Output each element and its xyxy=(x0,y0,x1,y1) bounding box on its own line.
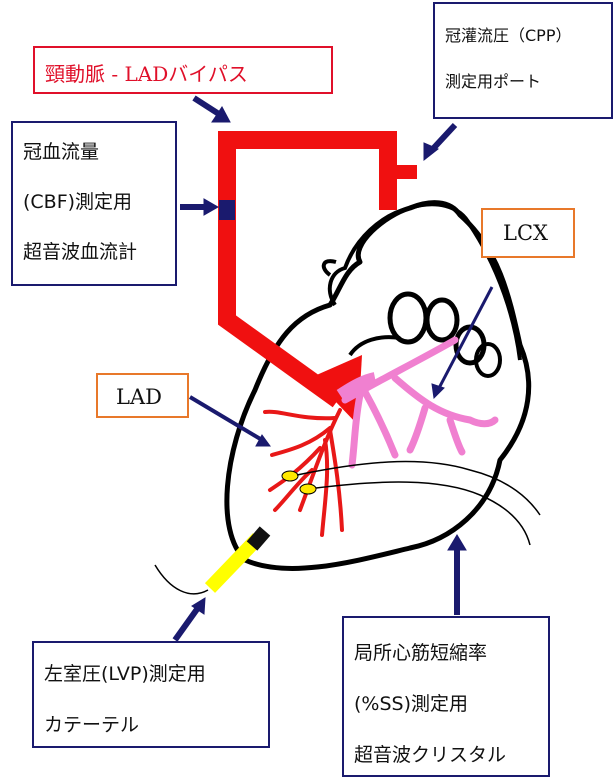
crystal-2 xyxy=(300,484,316,494)
cpp-port-stub xyxy=(395,165,417,179)
cbf-meter-line-3: 超音波血流計 xyxy=(23,237,175,264)
cbf-meter-box: 冠血流量 (CBF)測定用 超音波血流計 xyxy=(11,121,177,286)
lvp-catheter-line-2: カテーテル xyxy=(44,710,268,737)
cbf-meter-block xyxy=(219,200,235,220)
lvp-catheter-line-1: 左室圧(LVP)測定用 xyxy=(44,659,268,686)
ss-crystal-line-2: (%SS)測定用 xyxy=(354,689,548,716)
lcx-label-box: LCX xyxy=(481,208,575,258)
crystal-wire-2 xyxy=(316,482,530,545)
bypass-title: 頸動脈 - LADバイパス xyxy=(45,58,331,87)
coronary-ring-1 xyxy=(390,294,426,342)
cbf-meter-line-2: (CBF)測定用 xyxy=(23,187,175,214)
lcx-artery xyxy=(345,340,495,465)
lvp-catheter-wire xyxy=(155,565,208,594)
bypass-graft xyxy=(227,140,388,400)
crystal-1 xyxy=(282,471,298,481)
lad-label: LAD xyxy=(116,385,187,409)
coronary-ring-2 xyxy=(427,300,457,340)
root-curve xyxy=(350,337,400,355)
crystal-wire-1 xyxy=(297,462,540,515)
lvp-catheter-box: 左室圧(LVP)測定用 カテーテル xyxy=(32,641,270,748)
lad-artery xyxy=(265,410,342,535)
ss-crystal-line-3: 超音波クリスタル xyxy=(354,740,548,767)
cbf-meter-line-1: 冠血流量 xyxy=(23,137,175,164)
cpp-port-box: 冠灌流圧（CPP） 測定用ポート xyxy=(433,2,613,119)
lvp-catheter-tip xyxy=(252,531,265,546)
bypass-title-box: 頸動脈 - LADバイパス xyxy=(33,46,333,94)
ss-crystal-line-1: 局所心筋短縮率 xyxy=(354,638,548,665)
ss-crystal-box: 局所心筋短縮率 (%SS)測定用 超音波クリスタル xyxy=(342,616,550,777)
lad-label-box: LAD xyxy=(96,373,189,418)
lcx-label: LCX xyxy=(503,221,573,245)
cpp-port-line-1: 冠灌流圧（CPP） xyxy=(445,22,611,46)
cpp-port-line-2: 測定用ポート xyxy=(445,68,611,92)
